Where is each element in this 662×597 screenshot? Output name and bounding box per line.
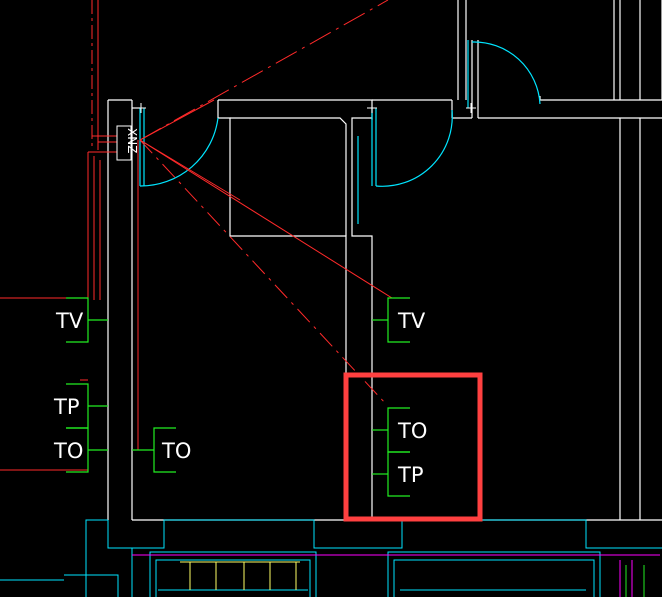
outlet-label-tp-left: TP	[53, 395, 80, 419]
door-swings	[139, 40, 541, 224]
accent-lines	[132, 554, 660, 597]
balcony-outline	[0, 519, 662, 597]
outlet-label-tp-highlight: TP	[397, 463, 424, 487]
outlet-label-to-highlight: TO	[397, 419, 427, 443]
stair-marks	[180, 561, 300, 590]
outlet-symbols	[66, 297, 410, 497]
junction-box: XNZ	[116, 125, 139, 161]
outlet-label-to-center: TO	[161, 439, 191, 463]
green-floor-lines	[625, 565, 645, 597]
door-marks	[136, 103, 476, 113]
outlet-label-to-left: TO	[53, 439, 83, 463]
outlet-label-tv-left: TV	[55, 309, 84, 333]
wiring-routes	[0, 0, 393, 471]
junction-box-label: XNZ	[125, 128, 139, 153]
outlet-label-tv-right: TV	[397, 309, 426, 333]
highlight-box	[343, 372, 483, 522]
